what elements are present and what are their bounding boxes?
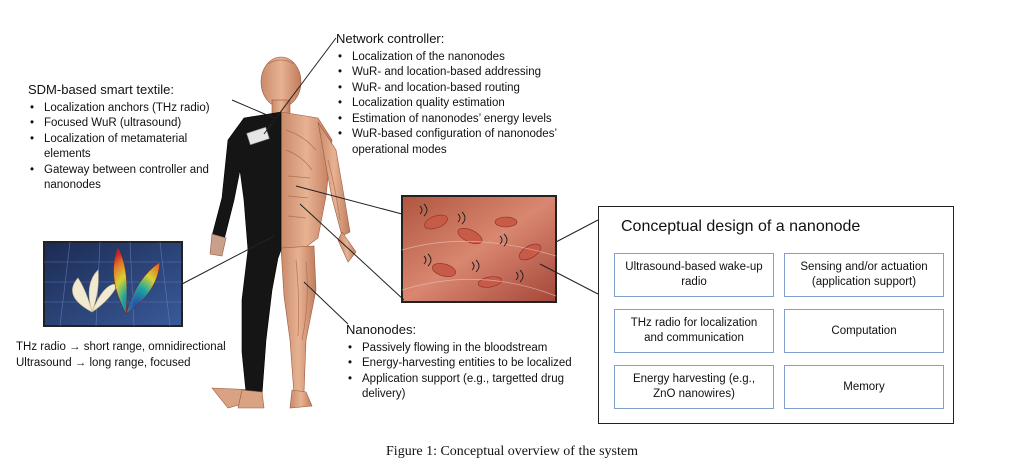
- list-item: Localization anchors (THz radio): [28, 101, 238, 117]
- list-item: Focused WuR (ultrasound): [28, 116, 238, 132]
- leader-lines: [181, 37, 599, 325]
- nanonodes-heading: Nanonodes:: [346, 322, 417, 337]
- ultrasound-range-note: Ultrasound → long range, focused: [16, 356, 191, 369]
- list-item: WuR- and location-based routing: [336, 81, 596, 97]
- nanonodes-block: Nanonodes: Passively flowing in the bloo…: [346, 322, 596, 403]
- smart-textile-list: Localization anchors (THz radio) Focused…: [28, 101, 238, 194]
- design-cell-sensing: Sensing and/or actuation (application su…: [784, 253, 944, 297]
- design-cell-energy-harvesting: Energy harvesting (e.g., ZnO nanowires): [614, 365, 774, 409]
- radio-pattern-inset: [43, 241, 183, 327]
- list-item: Estimation of nanonodes’ energy levels: [336, 112, 596, 128]
- list-item: WuR- and location-based addressing: [336, 65, 596, 81]
- thz-range-note: THz radio → short range, omnidirectional: [16, 341, 226, 353]
- network-controller-list: Localization of the nanonodes WuR- and l…: [336, 50, 596, 159]
- list-item: WuR-based configuration of nanonodes’ op…: [336, 127, 584, 158]
- network-controller-block: Network controller: Localization of the …: [336, 31, 596, 158]
- list-item: Gateway between controller and nanonodes: [28, 163, 229, 194]
- nanonode-design-box: Conceptual design of a nanonode Ultrasou…: [598, 206, 954, 424]
- smart-textile-heading: SDM-based smart textile:: [28, 82, 174, 97]
- radio-range-notes: THz radio → short range, omnidirectional…: [16, 340, 276, 371]
- list-item: Localization of metamaterial elements: [28, 132, 194, 163]
- list-item: Localization of the nanonodes: [336, 50, 596, 66]
- design-cell-wakeup-radio: Ultrasound-based wake-up radio: [614, 253, 774, 297]
- network-controller-heading: Network controller:: [336, 31, 445, 46]
- list-item: Localization quality estimation: [336, 96, 596, 112]
- focused-beam-pattern: [113, 247, 161, 315]
- figure-caption: Figure 1: Conceptual overview of the sys…: [386, 444, 638, 459]
- list-item: Application support (e.g., targetted dru…: [346, 372, 588, 403]
- muscle-lines: [267, 59, 341, 341]
- textile-patch: [246, 126, 270, 146]
- bloodstream-inset: [401, 195, 557, 303]
- human-body-figure: [209, 56, 357, 409]
- list-item: Energy-harvesting entities to be localiz…: [346, 356, 596, 372]
- design-cell-memory: Memory: [784, 365, 944, 409]
- smart-textile-block: SDM-based smart textile: Localization an…: [28, 82, 238, 194]
- nanonodes-list: Passively flowing in the bloodstream Ene…: [346, 341, 596, 403]
- design-title: Conceptual design of a nanonode: [621, 218, 861, 235]
- nanonode-signal-marks: [419, 203, 524, 283]
- design-cell-thz-radio: THz radio for localization and communica…: [614, 309, 774, 353]
- design-cell-computation: Computation: [784, 309, 944, 353]
- list-item: Passively flowing in the bloodstream: [346, 341, 596, 357]
